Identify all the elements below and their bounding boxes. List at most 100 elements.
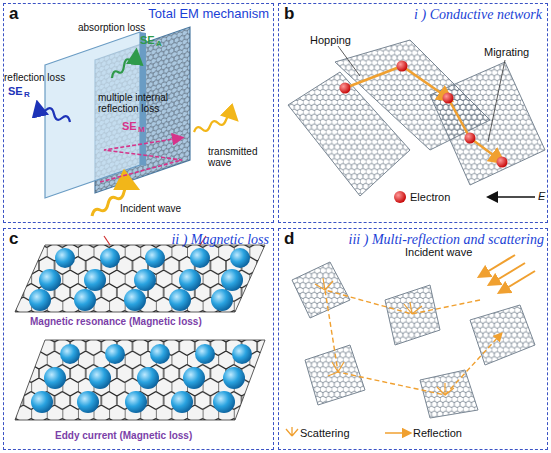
panel-title: iii ) Multi-reflection and scattering bbox=[309, 232, 544, 247]
figure-label: M bbox=[138, 126, 145, 135]
leader-line bbox=[488, 60, 505, 142]
scatter-mark bbox=[437, 383, 454, 395]
figure-label: Electron bbox=[410, 191, 450, 203]
absorbed-wave bbox=[112, 54, 136, 78]
particle bbox=[190, 248, 210, 268]
particle bbox=[171, 391, 193, 413]
particle bbox=[60, 344, 80, 364]
particle bbox=[137, 367, 159, 389]
graphene-flake bbox=[292, 262, 350, 318]
panel-letter: a bbox=[9, 5, 18, 24]
panel-title: ii ) Magnetic loss bbox=[114, 232, 269, 247]
particle bbox=[213, 391, 235, 413]
graphene-sheets bbox=[288, 40, 545, 196]
panel-letter: b bbox=[284, 5, 294, 24]
leader-line bbox=[338, 46, 360, 76]
incident-arrows bbox=[482, 255, 535, 291]
particle bbox=[124, 289, 146, 311]
lower-lattice bbox=[15, 340, 265, 420]
graphene-sheet bbox=[430, 62, 545, 185]
lattice-mesh bbox=[15, 340, 265, 420]
reflection-path bbox=[325, 290, 500, 395]
particle bbox=[89, 367, 111, 389]
particle bbox=[179, 269, 201, 291]
graphene-flake bbox=[385, 285, 440, 345]
migrating-path bbox=[448, 98, 500, 160]
graphene-flake bbox=[470, 305, 535, 365]
figure-label: Eddy current (Magnetic loss) bbox=[55, 430, 192, 441]
particle bbox=[44, 367, 66, 389]
electron bbox=[465, 133, 476, 144]
particle bbox=[145, 248, 165, 268]
panel-box: c ii ) Magnetic loss bbox=[3, 228, 274, 450]
figure-label: SE bbox=[122, 120, 137, 132]
magnetic-particles bbox=[29, 248, 250, 311]
panel-title: i ) Conductive network bbox=[374, 7, 542, 22]
scatter-mark bbox=[315, 278, 333, 290]
reflected-wave bbox=[38, 106, 70, 122]
figure-label: Magnetic resonance (Magnetic loss) bbox=[30, 316, 202, 327]
particle bbox=[134, 269, 156, 291]
internal-reflection bbox=[100, 138, 182, 182]
magnetic-particles bbox=[31, 344, 252, 413]
particle bbox=[74, 289, 96, 311]
figure-label: R bbox=[24, 91, 30, 100]
figure-label: absorption loss bbox=[78, 22, 145, 33]
lattice-mesh bbox=[15, 245, 265, 312]
particle bbox=[105, 344, 125, 364]
electron bbox=[397, 61, 408, 72]
incident-arrow bbox=[502, 271, 535, 291]
panel-letter: d bbox=[284, 230, 294, 249]
particle bbox=[125, 391, 147, 413]
shield-slabs bbox=[45, 27, 190, 198]
graphene-flakes bbox=[292, 262, 535, 418]
scatter-mark bbox=[328, 362, 344, 376]
panel-letter: c bbox=[9, 230, 18, 249]
particle bbox=[221, 269, 243, 291]
figure-label: A bbox=[156, 40, 162, 49]
figure-label: Incident wave bbox=[120, 203, 181, 214]
particle bbox=[29, 289, 51, 311]
electron bbox=[443, 93, 454, 104]
particle bbox=[84, 269, 106, 291]
figure-label: SE bbox=[140, 34, 155, 46]
figure-label: transmitted wave bbox=[208, 146, 268, 168]
figure-label: E bbox=[538, 190, 545, 202]
particle bbox=[55, 248, 75, 268]
scatter-mark bbox=[404, 302, 422, 314]
reflection-sample bbox=[385, 432, 408, 434]
legend-text: Reflection bbox=[413, 427, 462, 439]
particle bbox=[169, 289, 191, 311]
electron bbox=[340, 83, 351, 94]
particle bbox=[230, 248, 250, 268]
panel-title: Total EM mechanism bbox=[134, 7, 269, 21]
electron-key bbox=[394, 191, 406, 203]
upper-lattice bbox=[15, 236, 265, 312]
graphene-flake bbox=[420, 370, 478, 418]
figure-label: Incident wave bbox=[405, 246, 472, 258]
figure-label: Hopping bbox=[310, 34, 351, 46]
figure-label: reflection loss bbox=[4, 72, 65, 83]
front-slab bbox=[45, 32, 140, 198]
particle bbox=[211, 289, 233, 311]
field-arrow bbox=[492, 196, 535, 198]
figure-label: SE bbox=[8, 85, 23, 97]
figure-label: multiple internal reflection loss bbox=[98, 92, 188, 114]
scatter-marks bbox=[315, 278, 454, 395]
particle bbox=[150, 344, 170, 364]
figure-label: Migrating bbox=[484, 46, 529, 58]
particle bbox=[77, 391, 99, 413]
particle bbox=[223, 367, 245, 389]
particle bbox=[195, 344, 215, 364]
spin-arrow bbox=[104, 236, 110, 245]
particle bbox=[232, 344, 252, 364]
legend-text: Scattering bbox=[300, 427, 350, 439]
particle bbox=[183, 367, 205, 389]
electrons bbox=[340, 61, 508, 204]
panel-box: d iii ) Multi-reflection and scattering bbox=[278, 228, 548, 450]
lattice-plane bbox=[15, 340, 265, 420]
scattering-sample bbox=[286, 427, 298, 436]
particle bbox=[31, 391, 53, 413]
